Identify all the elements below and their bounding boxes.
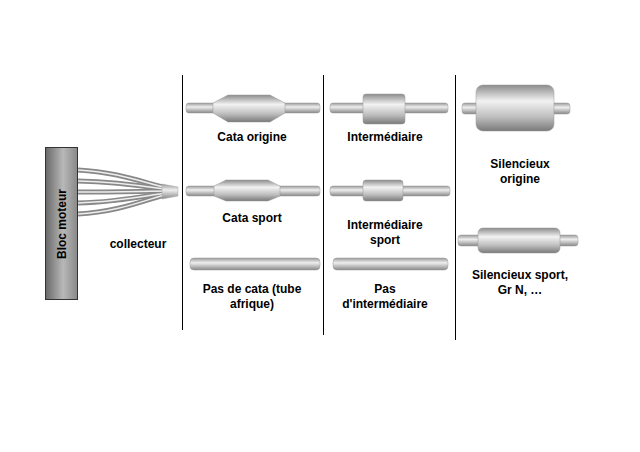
part-label: Pas d'intermédiaire [335, 282, 435, 312]
part-label: Intermédiaire sport [335, 218, 435, 248]
part-label: Silencieux origine [475, 157, 565, 187]
catalyst-sport [186, 180, 320, 201]
part-label: Cata sport [192, 211, 312, 226]
part-label: Silencieux sport, Gr N, … [470, 268, 570, 298]
straight-pipe [190, 258, 320, 270]
mid-silencer [330, 94, 448, 124]
catalyst-original [186, 95, 320, 122]
mid-silencer-sport [330, 180, 450, 201]
column-separator [183, 75, 456, 340]
silencer-sport [458, 228, 578, 253]
part-label: collecteur [93, 237, 183, 252]
engine-block: Bloc moteur [45, 147, 78, 300]
part-label: Intermédiaire [325, 130, 445, 145]
straight-pipe [333, 258, 448, 270]
collector-pipes [78, 170, 178, 214]
part-label: Pas de cata (tube afrique) [202, 282, 302, 312]
silencer-original [462, 85, 570, 131]
part-label: Cata origine [192, 130, 312, 145]
node-text: Bloc moteur [55, 188, 69, 258]
